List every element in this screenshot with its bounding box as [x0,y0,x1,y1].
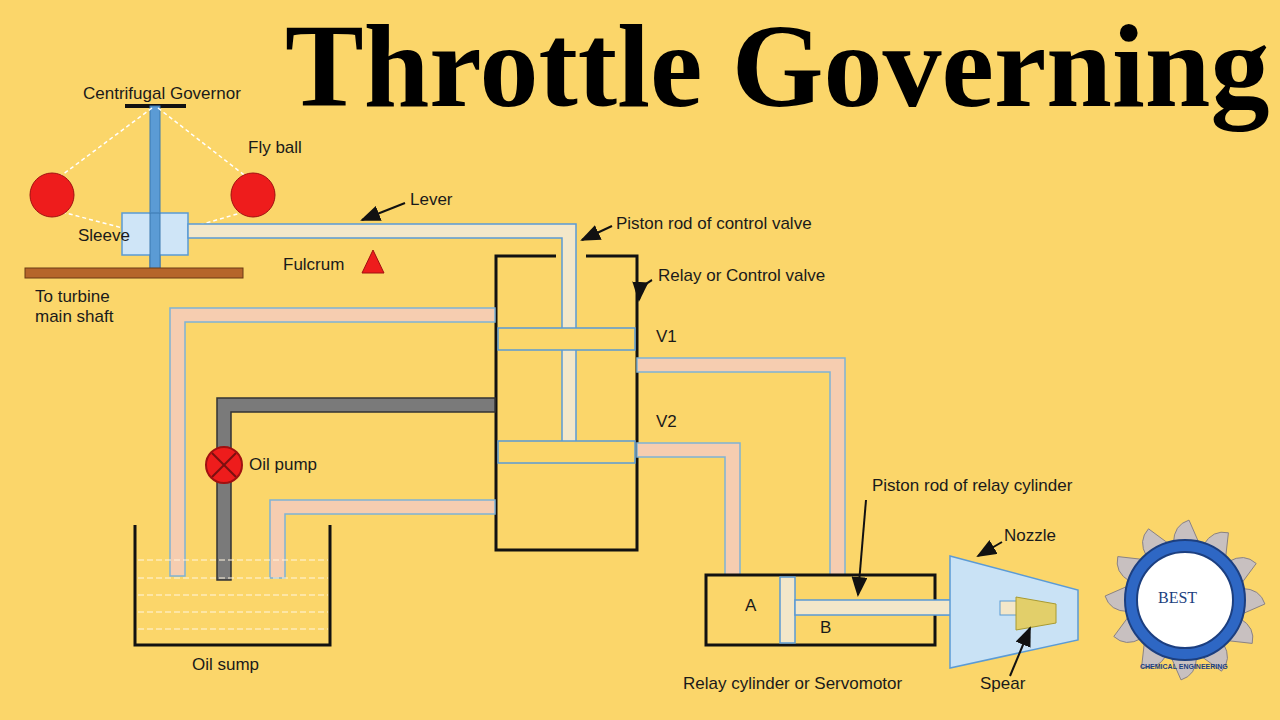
pump-pipe [217,398,495,580]
part-label: Sleeve [78,226,130,246]
oil-sump [135,525,330,645]
part-label: Piston rod of relay cylinder [872,476,1072,496]
centrifugal-governor [25,106,275,278]
port-label: V1 [656,327,677,347]
part-label: Nozzle [1004,526,1056,546]
part-label: Lever [410,190,453,210]
oil-pipes [170,308,1020,615]
logo-text: BEST [1158,589,1197,607]
port-label: V2 [656,412,677,432]
page-title: Throttle Governing [285,2,1269,132]
part-label: Centrifugal Governor [83,84,241,104]
logo [1105,520,1265,680]
part-label: Relay or Control valve [658,266,825,286]
part-label: Piston rod of control valve [616,214,812,234]
chamber-label: A [745,596,756,616]
nozzle [950,556,1078,668]
chamber-label: B [820,618,831,638]
part-label: Fly ball [248,138,302,158]
part-label: Oil sump [192,655,259,675]
part-label: Relay cylinder or Servomotor [683,674,902,694]
oil-pump [206,447,242,483]
logo-text: CHEMICAL ENGINEERING [1140,663,1228,671]
part-label: Spear [980,674,1025,694]
part-label: Oil pump [249,455,317,475]
leader-lines [362,203,1030,676]
part-label: To turbine main shaft [35,287,130,326]
part-label: Fulcrum [283,255,344,275]
control-valve [496,256,637,550]
